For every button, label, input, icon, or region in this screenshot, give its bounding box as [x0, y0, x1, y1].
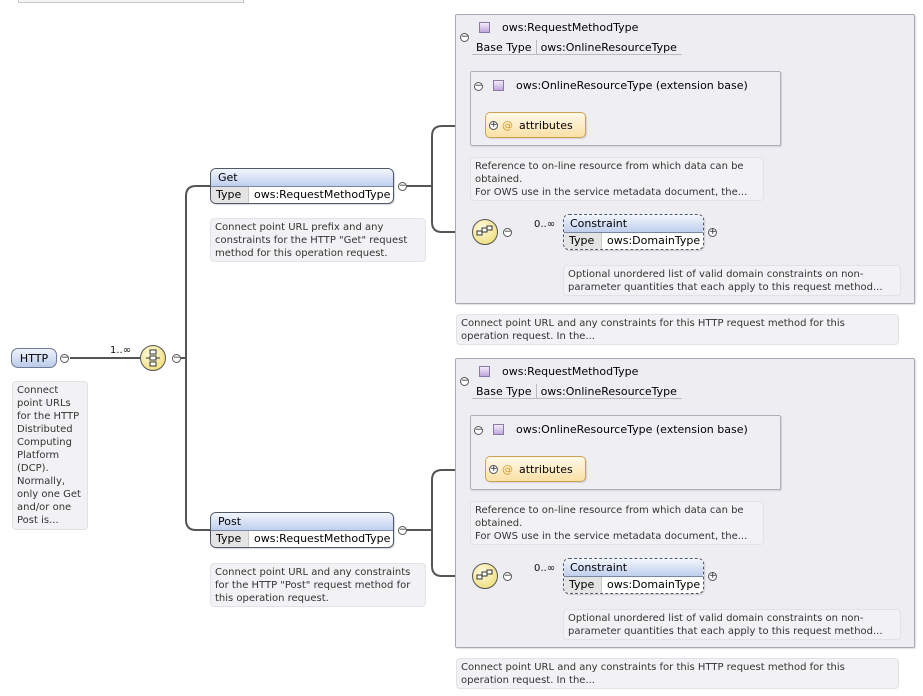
- http-element[interactable]: HTTP: [11, 348, 57, 368]
- get-constraint-documentation: Optional unordered list of valid domain …: [563, 265, 901, 296]
- get-element-name: Get: [211, 169, 393, 187]
- post-type-documentation: Connect point URL and any constraints fo…: [456, 658, 899, 689]
- get-constraint-occurrence: 0..∞: [534, 219, 556, 230]
- post-type-collapse-icon[interactable]: −: [460, 376, 469, 386]
- get-sequence-compositor-icon[interactable]: [472, 219, 498, 245]
- get-attributes-group[interactable]: + @ attributes: [485, 112, 586, 138]
- post-attributes-expand-icon[interactable]: +: [489, 463, 498, 474]
- get-constraint-element[interactable]: Constraint Type ows:DomainType: [563, 214, 704, 250]
- post-attributes-label: attributes: [519, 462, 573, 476]
- post-sequence-compositor-icon[interactable]: [472, 563, 498, 589]
- post-constraint-element[interactable]: Constraint Type ows:DomainType: [563, 558, 704, 594]
- post-constraint-type-label: Type: [564, 577, 602, 593]
- get-attributes-label: attributes: [519, 118, 573, 132]
- post-extension-collapse-icon[interactable]: −: [474, 425, 483, 435]
- get-extension-collapse-icon[interactable]: −: [474, 81, 483, 91]
- post-extension-title: ows:OnlineResourceType (extension base): [516, 423, 748, 436]
- post-element[interactable]: Post Type ows:RequestMethodType: [210, 512, 394, 548]
- get-type-value: ows:RequestMethodType: [254, 188, 391, 201]
- get-base-type-value: ows:OnlineResourceType: [540, 41, 677, 54]
- http-occurrence: 1..∞: [110, 345, 132, 356]
- get-element[interactable]: Get Type ows:RequestMethodType: [210, 168, 394, 204]
- extension-type-icon: [493, 80, 504, 91]
- post-constraint-occurrence: 0..∞: [534, 563, 556, 574]
- get-type-documentation: Connect point URL and any constraints fo…: [456, 314, 899, 345]
- http-documentation: Connect point URLs for the HTTP Distribu…: [12, 381, 88, 530]
- post-constraint-documentation: Optional unordered list of valid domain …: [563, 609, 901, 640]
- get-constraint-type-label: Type: [564, 233, 602, 249]
- extension-type-icon: [493, 424, 504, 435]
- choice-collapse-icon[interactable]: −: [172, 353, 181, 363]
- post-attributes-group[interactable]: + @ attributes: [485, 456, 586, 482]
- post-constraint-type-value: ows:DomainType: [607, 578, 701, 591]
- post-element-name: Post: [211, 513, 393, 531]
- post-extension-documentation: Reference to on-line resource from which…: [470, 501, 764, 545]
- get-type-title: ows:RequestMethodType: [502, 21, 639, 34]
- post-type-title: ows:RequestMethodType: [502, 365, 639, 378]
- complex-type-icon: [479, 22, 490, 33]
- get-extension-base[interactable]: [470, 71, 781, 146]
- attribute-at-icon: @: [502, 118, 513, 132]
- get-type-label: Type: [211, 187, 249, 203]
- post-base-type-value: ows:OnlineResourceType: [540, 385, 677, 398]
- attribute-at-icon: @: [502, 462, 513, 476]
- post-collapse-icon[interactable]: −: [398, 525, 407, 535]
- choice-compositor-icon[interactable]: [140, 345, 166, 371]
- post-constraint-expand-icon[interactable]: +: [708, 571, 717, 581]
- get-type-collapse-icon[interactable]: −: [460, 32, 469, 42]
- get-constraint-type-value: ows:DomainType: [607, 234, 701, 247]
- get-base-type-label: Base Type: [472, 40, 537, 54]
- get-extension-documentation: Reference to on-line resource from which…: [470, 157, 764, 201]
- get-sequence-collapse-icon[interactable]: −: [503, 227, 512, 237]
- post-sequence-collapse-icon[interactable]: −: [503, 571, 512, 581]
- post-type-value: ows:RequestMethodType: [254, 532, 391, 545]
- post-documentation: Connect point URL and any constraints fo…: [210, 563, 426, 607]
- post-constraint-name: Constraint: [564, 559, 703, 577]
- post-type-label: Type: [211, 531, 249, 547]
- get-base-type-row: Base Type ows:OnlineResourceType: [472, 40, 682, 55]
- get-collapse-icon[interactable]: −: [398, 181, 407, 191]
- get-attributes-expand-icon[interactable]: +: [489, 119, 498, 130]
- post-base-type-row: Base Type ows:OnlineResourceType: [472, 384, 682, 399]
- post-base-type-label: Base Type: [472, 384, 537, 398]
- post-extension-base[interactable]: [470, 415, 781, 490]
- get-extension-title: ows:OnlineResourceType (extension base): [516, 79, 748, 92]
- top-scroll-bar: [18, 0, 244, 3]
- get-constraint-name: Constraint: [564, 215, 703, 233]
- http-element-label: HTTP: [19, 351, 49, 365]
- complex-type-icon: [479, 366, 490, 377]
- get-documentation: Connect point URL prefix and any constra…: [210, 218, 426, 262]
- get-constraint-expand-icon[interactable]: +: [708, 227, 717, 237]
- http-collapse-icon[interactable]: −: [60, 353, 69, 363]
